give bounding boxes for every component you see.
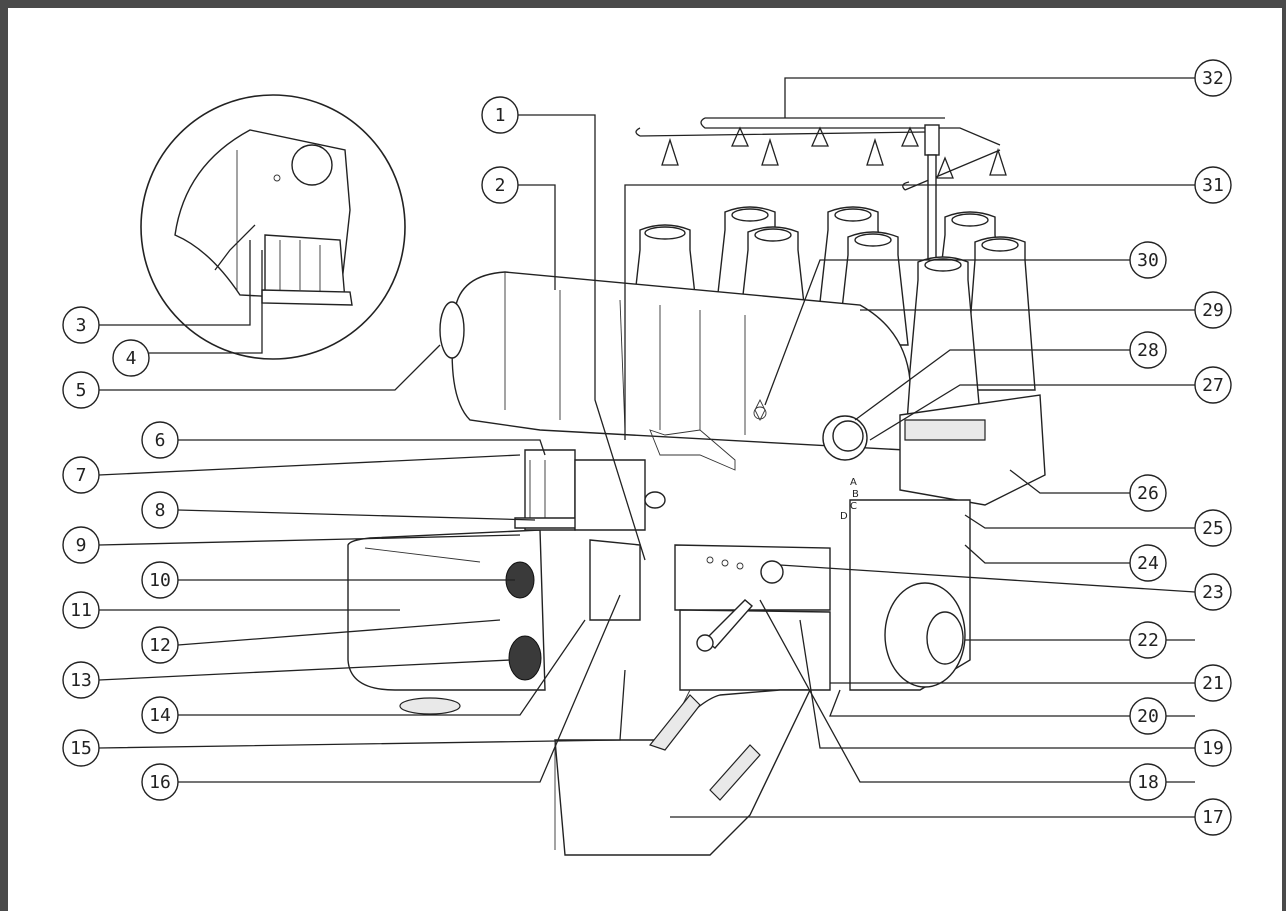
callout-label: 13 [70, 670, 92, 691]
dial-letter-b: B [852, 489, 859, 500]
callout-12: 12 [141, 626, 179, 664]
callout-label: 11 [70, 600, 92, 621]
callout-20: 20 [1129, 697, 1167, 735]
callout-11: 11 [62, 591, 100, 629]
callout-label: 17 [1202, 807, 1224, 828]
callout-label: 12 [149, 635, 171, 656]
callout-label: 4 [126, 348, 137, 369]
callout-label: 2 [495, 175, 506, 196]
callout-label: 28 [1137, 340, 1159, 361]
callout-label: 26 [1137, 483, 1159, 504]
callout-7: 7 [62, 456, 100, 494]
callout-19: 19 [1194, 729, 1232, 767]
callout-28: 28 [1129, 331, 1167, 369]
machine-body [347, 271, 1046, 715]
frame-border-top [0, 0, 1286, 8]
frame-border-right [1282, 0, 1286, 911]
callout-16: 16 [141, 763, 179, 801]
callout-13: 13 [62, 661, 100, 699]
callout-10: 10 [141, 561, 179, 599]
callout-label: 29 [1202, 300, 1224, 321]
callout-25: 25 [1194, 509, 1232, 547]
frame-border-left [0, 0, 8, 911]
callout-30: 30 [1129, 241, 1167, 279]
dial-letter-a: A [850, 477, 857, 488]
callout-label: 7 [76, 465, 87, 486]
callout-label: 3 [76, 315, 87, 336]
dial-letter-c: C [850, 501, 857, 512]
callout-label: 32 [1202, 68, 1224, 89]
callout-29: 29 [1194, 291, 1232, 329]
callout-6: 6 [141, 421, 179, 459]
callout-label: 30 [1137, 250, 1159, 271]
callout-label: 23 [1202, 582, 1224, 603]
callout-label: 15 [70, 738, 92, 759]
callout-27: 27 [1194, 366, 1232, 404]
callout-21: 21 [1194, 664, 1232, 702]
leader-lines [98, 77, 1196, 818]
callouts: 1 2 3 4 5 6 7 8 9 10 11 12 13 14 15 16 1… [62, 59, 1232, 836]
callout-8: 8 [141, 491, 179, 529]
callout-label: 5 [76, 380, 87, 401]
callout-label: 24 [1137, 553, 1159, 574]
callout-31: 31 [1194, 166, 1232, 204]
zoom-detail-circle [140, 94, 406, 360]
callout-label: 18 [1137, 772, 1159, 793]
callout-26: 26 [1129, 474, 1167, 512]
callout-1: 1 [481, 96, 519, 134]
callout-label: 22 [1137, 630, 1159, 651]
thread-stand [635, 117, 1007, 266]
callout-18: 18 [1129, 763, 1167, 801]
callout-22: 22 [1129, 621, 1167, 659]
callout-9: 9 [62, 526, 100, 564]
callout-2: 2 [481, 166, 519, 204]
callout-24: 24 [1129, 544, 1167, 582]
callout-4: 4 [112, 339, 150, 377]
callout-label: 20 [1137, 706, 1159, 727]
callout-label: 6 [155, 430, 166, 451]
callout-23: 23 [1194, 573, 1232, 611]
callout-3: 3 [62, 306, 100, 344]
callout-label: 14 [149, 705, 171, 726]
dial-letter-d: D [840, 511, 848, 522]
callout-5: 5 [62, 371, 100, 409]
waste-tray [554, 689, 812, 856]
callout-label: 27 [1202, 375, 1224, 396]
callout-label: 16 [149, 772, 171, 793]
dial-letters: A B C D [840, 477, 859, 522]
callout-32: 32 [1194, 59, 1232, 97]
callout-label: 31 [1202, 175, 1224, 196]
callout-label: 9 [76, 535, 87, 556]
callout-label: 19 [1202, 738, 1224, 759]
callout-label: 8 [155, 500, 166, 521]
callout-label: 21 [1202, 673, 1224, 694]
callout-17: 17 [1194, 798, 1232, 836]
callout-15: 15 [62, 729, 100, 767]
callout-14: 14 [141, 696, 179, 734]
callout-label: 25 [1202, 518, 1224, 539]
callout-label: 1 [495, 105, 506, 126]
callout-label: 10 [149, 570, 171, 591]
